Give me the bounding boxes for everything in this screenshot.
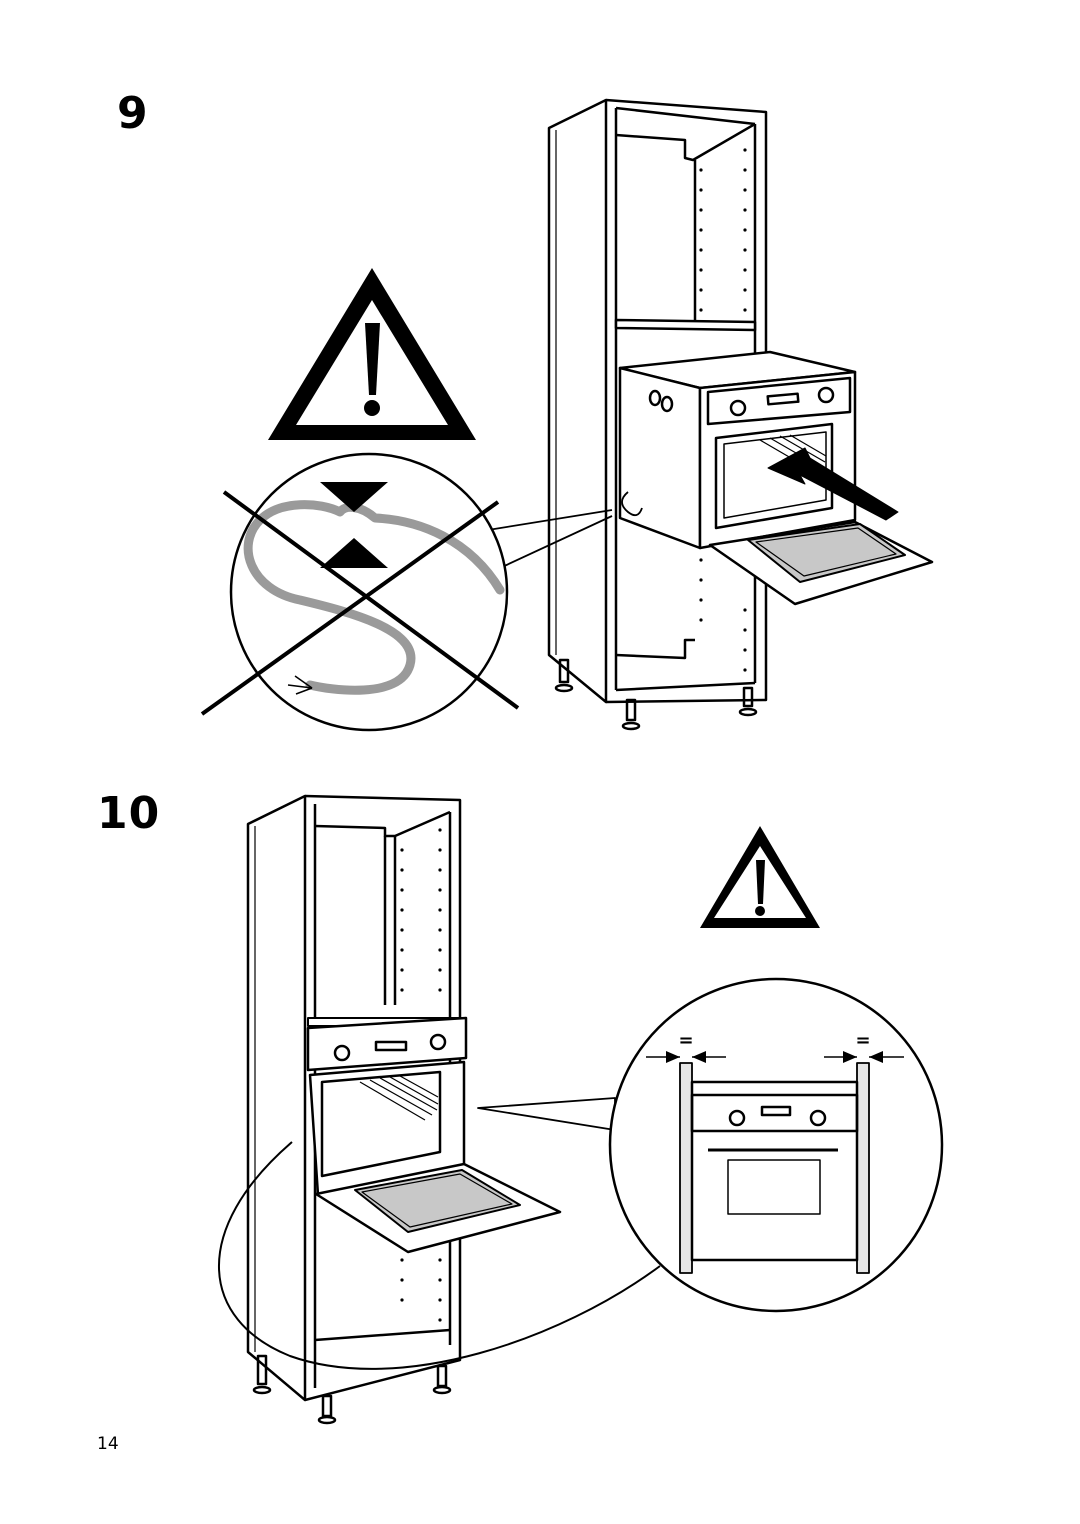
push-arrow-icon — [767, 447, 899, 521]
oven-step10 — [306, 1016, 562, 1254]
tall-cabinet — [547, 98, 768, 731]
gap-mark-right: = — [855, 1030, 870, 1051]
cross-out-icon — [200, 490, 520, 716]
step-number-10: 10 — [97, 788, 161, 839]
oven-step9 — [618, 350, 934, 606]
cable-detail-circle — [200, 452, 613, 732]
step10-illustration: = = — [218, 794, 944, 1425]
page-number: 14 — [97, 1434, 119, 1454]
compression-arrows-icon — [320, 482, 388, 568]
gap-mark-left: = — [678, 1030, 693, 1051]
tall-cabinet-step10 — [246, 794, 462, 1425]
warning-triangle-icon — [268, 268, 476, 440]
step9-illustration — [200, 98, 934, 732]
step-number-9: 9 — [117, 88, 149, 139]
gap-detail-circle: = = — [477, 977, 944, 1313]
power-cable — [243, 500, 505, 695]
detail-callout-curve — [218, 1141, 661, 1370]
warning-triangle-icon — [700, 826, 820, 928]
